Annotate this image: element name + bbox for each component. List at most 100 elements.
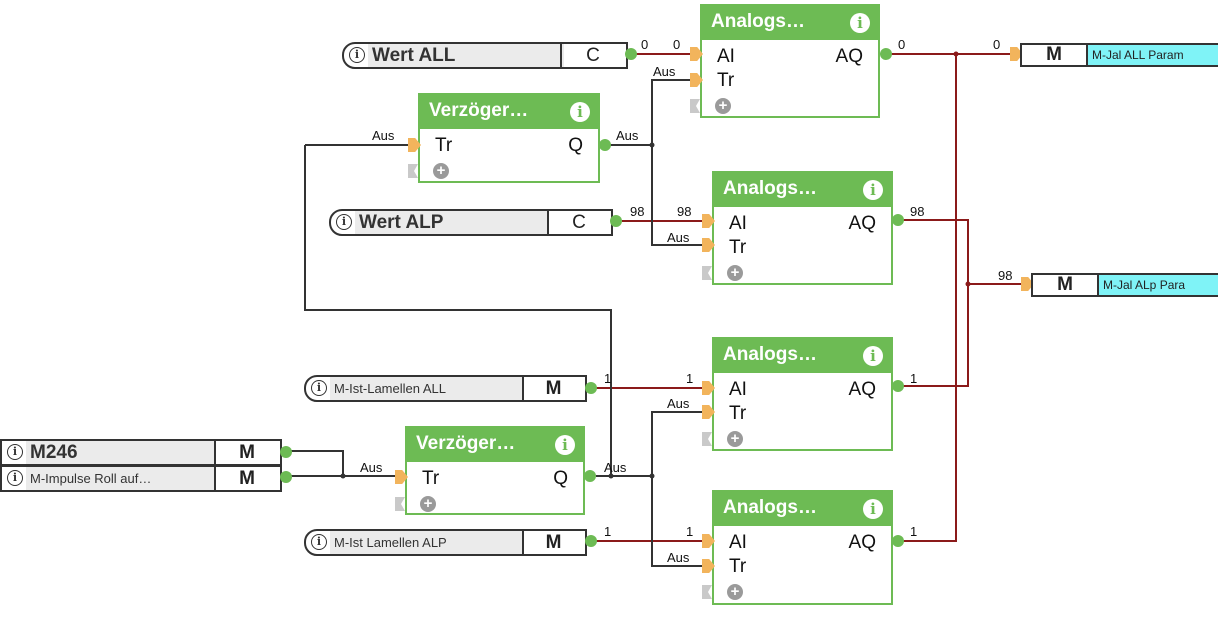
- wire-loop: [304, 144, 612, 476]
- block-title: Verzöger…: [429, 100, 529, 121]
- flag-icon: [395, 497, 405, 511]
- input-pin[interactable]: [395, 470, 408, 484]
- info-icon[interactable]: i: [863, 499, 883, 519]
- port-aq-label: AQ: [848, 379, 876, 400]
- wire-m246: [291, 450, 405, 477]
- info-icon[interactable]: i: [311, 380, 327, 396]
- input-pin[interactable]: [690, 47, 703, 61]
- output-jal-all[interactable]: M M-Jal ALL Param: [1020, 43, 1218, 67]
- delay-block-2[interactable]: Verzöger… i Tr Q +: [395, 426, 585, 515]
- input-pin[interactable]: [408, 138, 421, 152]
- block-title: Analogs…: [723, 178, 817, 199]
- port-aq-label: AQ: [848, 532, 876, 553]
- info-icon[interactable]: i: [7, 470, 23, 486]
- block-header[interactable]: [702, 6, 878, 40]
- input-wert-all[interactable]: i Wert ALL C: [342, 42, 628, 69]
- output-connector[interactable]: [892, 380, 904, 392]
- junction-dot: [340, 473, 346, 479]
- output-connector[interactable]: [280, 446, 292, 458]
- junction-dot: [649, 142, 655, 148]
- port-aq-label: AQ: [848, 213, 876, 234]
- port-tr-label: Tr: [729, 237, 747, 258]
- info-icon[interactable]: i: [850, 13, 870, 33]
- wire-analog2-aq: [902, 219, 1030, 285]
- input-pin[interactable]: [702, 405, 715, 419]
- output-connector[interactable]: [599, 139, 611, 151]
- port-tr-label: Tr: [717, 70, 735, 91]
- input-pin[interactable]: [702, 214, 715, 228]
- input-ist-lamellen-all[interactable]: i M-Ist-Lamellen ALL M: [304, 375, 587, 402]
- info-icon[interactable]: i: [349, 47, 365, 63]
- analog-block-1[interactable]: Analogs… i AI Tr AQ +: [690, 4, 880, 118]
- block-header[interactable]: [714, 492, 891, 526]
- info-icon[interactable]: i: [555, 435, 575, 455]
- block-header[interactable]: [420, 95, 598, 129]
- add-input-icon[interactable]: +: [715, 98, 731, 114]
- info-icon[interactable]: i: [863, 180, 883, 200]
- wire-label: Aus: [667, 230, 690, 245]
- port-tr-label: Tr: [422, 468, 440, 489]
- output-connector[interactable]: [584, 470, 596, 482]
- output-connector[interactable]: [892, 214, 904, 226]
- wire-label: 0: [673, 37, 681, 52]
- add-input-icon[interactable]: +: [433, 163, 449, 179]
- input-pin[interactable]: [702, 381, 715, 395]
- block-title: Analogs…: [723, 497, 817, 518]
- input-pin[interactable]: [702, 534, 715, 548]
- wire-label: 1: [686, 524, 694, 539]
- analog-block-3[interactable]: Analogs… i AI Tr AQ +: [702, 337, 893, 451]
- output-connector[interactable]: [280, 471, 292, 483]
- block-header[interactable]: [714, 173, 891, 207]
- block-title: Verzöger…: [416, 433, 516, 454]
- info-icon[interactable]: i: [336, 214, 352, 230]
- output-connector[interactable]: [585, 535, 597, 547]
- wire-delay1-q-b: [651, 145, 711, 246]
- input-pin[interactable]: [702, 559, 715, 573]
- block-title: Analogs…: [711, 11, 805, 32]
- analog-block-2[interactable]: Analogs… i AI Tr AQ +: [702, 171, 893, 285]
- add-input-icon[interactable]: +: [727, 431, 743, 447]
- info-icon[interactable]: i: [570, 102, 590, 122]
- flag-icon: [408, 164, 418, 178]
- output-connector[interactable]: [892, 535, 904, 547]
- input-pin[interactable]: [702, 238, 715, 252]
- add-input-icon[interactable]: +: [727, 265, 743, 281]
- output-jal-alp[interactable]: M M-Jal ALp Para: [1031, 273, 1218, 297]
- info-icon[interactable]: i: [311, 534, 327, 550]
- delay-block-1[interactable]: Verzöger… i Tr Q +: [408, 93, 600, 183]
- output-desc: M-Jal ALL Param: [1088, 45, 1218, 65]
- info-icon[interactable]: i: [7, 444, 23, 460]
- port-ai-label: AI: [729, 213, 747, 234]
- input-m246[interactable]: i M246 M: [0, 439, 282, 466]
- input-impulse-roll[interactable]: i M-Impulse Roll auf… M: [0, 465, 282, 492]
- info-icon[interactable]: i: [863, 346, 883, 366]
- block-header[interactable]: [407, 428, 583, 462]
- junction-dot: [965, 281, 971, 287]
- wire-label: 0: [641, 37, 649, 52]
- output-connector[interactable]: [610, 215, 622, 227]
- junction-dot: [608, 473, 614, 479]
- wire-label: 1: [604, 524, 612, 539]
- wire-label: Aus: [360, 460, 383, 475]
- input-wert-alp[interactable]: i Wert ALP C: [329, 209, 613, 236]
- output-connector[interactable]: [585, 382, 597, 394]
- port-tr-label: Tr: [435, 135, 453, 156]
- analog-block-4[interactable]: Analogs… i AI Tr AQ +: [702, 490, 893, 605]
- input-pin[interactable]: [690, 73, 703, 87]
- wire-label: 1: [910, 524, 918, 539]
- input-ist-lamellen-alp[interactable]: i M-Ist Lamellen ALP M: [304, 529, 587, 556]
- add-input-icon[interactable]: +: [420, 496, 436, 512]
- port-ai-label: AI: [717, 46, 735, 67]
- port-ai-label: AI: [729, 532, 747, 553]
- wire-analog4-aq: [902, 54, 957, 542]
- output-connector[interactable]: [880, 48, 892, 60]
- add-input-icon[interactable]: +: [727, 584, 743, 600]
- output-connector[interactable]: [625, 48, 637, 60]
- input-pin[interactable]: [1021, 277, 1034, 291]
- flag-icon: [690, 99, 700, 113]
- port-tr-label: Tr: [729, 556, 747, 577]
- block-header[interactable]: [714, 339, 891, 373]
- input-pin[interactable]: [1010, 47, 1023, 61]
- wire-label: 0: [898, 37, 906, 52]
